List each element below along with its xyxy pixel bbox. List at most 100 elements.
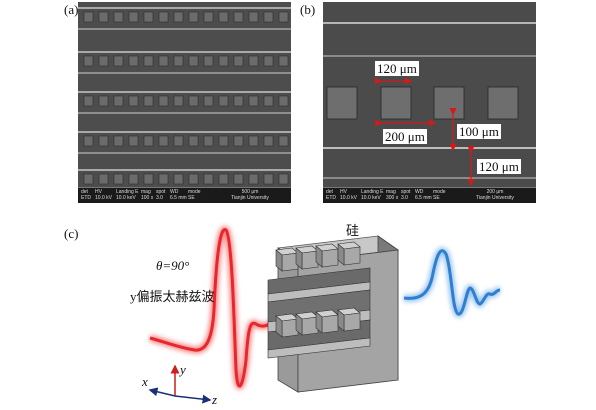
- sem-a-pillar: [158, 11, 169, 23]
- sem-b-pattern: [323, 2, 536, 188]
- sem-a-ridge: [78, 112, 291, 114]
- sem-a-pillar: [203, 135, 214, 147]
- sem-a-pillar: [98, 55, 109, 67]
- sem-a-pillar: [128, 135, 139, 147]
- sem-a-pillar: [263, 135, 274, 147]
- sem-a-pillar: [83, 11, 94, 23]
- sem-a-scale-label: 500 μm: [241, 189, 259, 195]
- silicon-cube-bottom: [337, 309, 345, 332]
- sem-a-pattern: [78, 2, 291, 188]
- sem-a-pillar: [128, 11, 139, 23]
- sem-a-pillar: [83, 55, 94, 67]
- sem-a-pillar: [278, 135, 289, 147]
- sem-a-pillar: [143, 95, 154, 107]
- sem-a-pillar: [83, 173, 94, 185]
- sem-a-pillar: [233, 11, 244, 23]
- silicon-cube-bottom: [343, 312, 361, 332]
- sem-a-pillar: [128, 55, 139, 67]
- sem-a-pillar: [248, 173, 259, 185]
- sem-a-pillar: [173, 95, 184, 107]
- sem-b-ridge: [323, 177, 536, 179]
- sem-a-pillar: [143, 11, 154, 23]
- sem-a-pillar: [233, 173, 244, 185]
- sem-b-dimension-arrows: [375, 77, 475, 187]
- sem-a-pillar: [173, 11, 184, 23]
- sem-a-institution: Tianjin University: [231, 195, 269, 201]
- sem-a-pillar: [188, 95, 199, 107]
- sem-a-pillar: [203, 95, 214, 107]
- sem-a-pillar: [188, 135, 199, 147]
- sem-b-ridge: [323, 147, 536, 149]
- terahertz-diagram: [148, 226, 501, 404]
- sem-a-pillar: [158, 55, 169, 67]
- sem-a-pillar: [98, 173, 109, 185]
- dim-label-top-width: 120 μm: [375, 61, 419, 76]
- sem-b-scale-label: 200 μm: [486, 189, 504, 195]
- silicon-cube-top: [301, 250, 319, 270]
- sem-a-pillar: [233, 135, 244, 147]
- axis-z-label: z: [212, 392, 218, 407]
- panel-label-a: (a): [64, 2, 79, 17]
- sem-b-pillar: [487, 86, 519, 120]
- sem-a-ridge: [78, 7, 291, 9]
- sem-a-ridge: [78, 91, 291, 93]
- sem-a-pillar: [158, 135, 169, 147]
- dim-label-strip: 120 μm: [477, 159, 521, 174]
- panel-label-c: (c): [64, 226, 79, 241]
- sem-a-pillar: [98, 95, 109, 107]
- sem-a-pillar: [218, 135, 229, 147]
- sem-a-ridge: [78, 72, 291, 74]
- sem-a-background: [78, 2, 291, 188]
- input-wave: [149, 226, 279, 390]
- axis-z-arrow: [174, 394, 212, 404]
- sem-a-pillar: [203, 55, 214, 67]
- silicon-cube-top: [281, 252, 299, 272]
- silicon-cube-top: [295, 247, 303, 270]
- axis-x-label: x: [142, 374, 148, 389]
- sem-a-pillar: [143, 55, 154, 67]
- silicon-cube-top: [315, 245, 323, 268]
- material-label: 硅: [346, 223, 360, 238]
- sem-a-pillar: [83, 95, 94, 107]
- sem-a-pillar: [98, 11, 109, 23]
- sem-a-pillar: [203, 173, 214, 185]
- sem-a-pillar: [128, 95, 139, 107]
- dim-label-period: 200 μm: [383, 129, 427, 144]
- sem-a-pillar: [278, 173, 289, 185]
- silicon-cubes: [275, 241, 361, 338]
- sem-a-pillar: [263, 95, 274, 107]
- theta-label: θ=90°: [156, 258, 190, 273]
- sem-a-ridge: [78, 28, 291, 30]
- sem-a-scale: 500 μm Tianjin University: [215, 189, 285, 201]
- sem-a-ridge: [78, 131, 291, 133]
- sem-a-pillar: [278, 55, 289, 67]
- sem-b-pillar: [380, 86, 412, 120]
- sem-a-pillar: [158, 95, 169, 107]
- sem-a-pillar: [203, 11, 214, 23]
- sem-a-pillar: [113, 135, 124, 147]
- sem-a-pillar: [143, 173, 154, 185]
- silicon-cube-top: [337, 243, 345, 266]
- silicon-cube-top: [321, 248, 339, 268]
- sem-a-ridge: [78, 169, 291, 171]
- silicon-cube-bottom: [315, 311, 323, 334]
- sem-a-pillar: [263, 173, 274, 185]
- silicon-cube-bottom: [281, 318, 299, 338]
- silicon-cube-bottom: [295, 313, 303, 336]
- sem-a-ridge: [78, 152, 291, 154]
- sem-a-pillar: [158, 173, 169, 185]
- sem-a-pillar: [173, 173, 184, 185]
- sem-a-pillar: [188, 55, 199, 67]
